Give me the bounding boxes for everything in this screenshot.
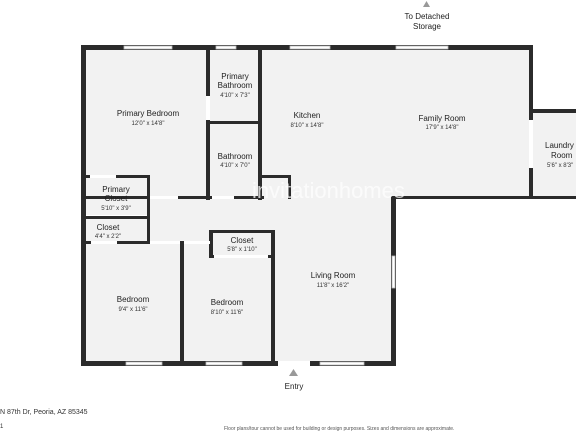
- room-name-kitchen: Kitchen: [294, 111, 321, 120]
- room-dims-primary-bedroom: 12'0" x 14'8": [132, 121, 165, 127]
- storage-label-line2: Storage: [413, 22, 442, 31]
- closet-1-floor: [84, 219, 148, 242]
- window-primary-bedroom: [123, 45, 173, 50]
- room-dims-bedroom-2: 8'10" x 11'6": [211, 310, 243, 316]
- room-name-primary-closet-2: Closet: [105, 194, 128, 203]
- room-name-primary-closet-1: Primary: [102, 185, 130, 194]
- footer-address: N 87th Dr, Peoria, AZ 85345: [0, 409, 88, 416]
- room-dims-primary-bathroom: 4'10" x 7'3": [220, 93, 250, 99]
- window-living-east: [391, 255, 396, 289]
- footer-mark: 1: [0, 424, 4, 430]
- door-bedroom1: [150, 241, 180, 244]
- wall-pcloset-east: [147, 175, 150, 219]
- bathroom-floor: [208, 124, 260, 198]
- window-family: [395, 45, 449, 50]
- wall-kitchen-stub-v: [288, 175, 291, 199]
- wall-west: [81, 45, 86, 366]
- window-bedroom2: [205, 361, 243, 366]
- window-living: [319, 361, 365, 366]
- primary-bedroom-floor: [84, 48, 208, 198]
- room-dims-primary-closet: 5'10" x 3'9": [101, 206, 131, 212]
- room-dims-closet-1: 4'4" x 2'2": [95, 234, 121, 240]
- wall-family-south: [391, 196, 533, 199]
- room-dims-living-room: 11'8" x 16'2": [317, 283, 349, 289]
- room-name-bedroom-1: Bedroom: [117, 295, 150, 304]
- room-dims-laundry: 5'6" x 8'3": [547, 163, 573, 169]
- door-closet2: [214, 255, 268, 258]
- living-room-floor: [273, 198, 393, 363]
- door-primary-bath: [206, 96, 210, 120]
- door-bedroom2: [184, 241, 210, 244]
- wall-laundry-bottom: [531, 196, 576, 199]
- bedroom-2-floor: [181, 242, 273, 363]
- wall-pcloset-bottom: [84, 216, 150, 219]
- door-entry: [278, 361, 310, 366]
- watermark: invitationhomes: [252, 178, 405, 203]
- window-kitchen: [289, 45, 331, 50]
- laundry-room-floor: [531, 111, 576, 198]
- wall-closet1-east: [147, 219, 150, 244]
- room-name-laundry-2: Room: [551, 151, 573, 160]
- door-bathroom: [212, 196, 234, 199]
- room-name-closet-1: Closet: [97, 223, 120, 232]
- wall-bedroom-divider: [180, 241, 184, 364]
- wall-bedroom2-east: [271, 230, 275, 363]
- room-name-bathroom: Bathroom: [218, 152, 253, 161]
- closet-2-floor: [211, 233, 273, 257]
- door-laundry: [529, 120, 533, 168]
- room-dims-bedroom-1: 9'4" x 11'6": [118, 307, 147, 313]
- entry-label: Entry: [285, 382, 304, 391]
- kitchen-family-floor: [261, 48, 531, 198]
- wall-bedrooms-north: [84, 241, 187, 244]
- room-name-primary-bedroom: Primary Bedroom: [117, 109, 180, 118]
- room-name-primary-bathroom-1: Primary: [221, 72, 249, 81]
- room-dims-closet-2: 5'8" x 1'10": [227, 247, 257, 253]
- room-dims-bathroom: 4'10" x 7'0": [220, 163, 250, 169]
- wall-closet2-west: [209, 230, 213, 258]
- room-name-living-room: Living Room: [311, 271, 356, 280]
- room-name-primary-bathroom-2: Bathroom: [218, 81, 253, 90]
- wall-laundry-top: [531, 109, 576, 113]
- room-name-family-room: Family Room: [418, 114, 465, 123]
- room-dims-family-room: 17'9" x 14'8": [426, 125, 459, 131]
- entry-arrow: [289, 369, 298, 376]
- wall-pcloset-top: [84, 175, 150, 178]
- window-bedroom1: [125, 361, 163, 366]
- room-name-bedroom-2: Bedroom: [211, 298, 244, 307]
- bedroom-1-floor: [84, 242, 181, 363]
- room-name-closet-2: Closet: [231, 236, 254, 245]
- storage-label-line1: To Detached: [405, 12, 450, 21]
- wall-kitchen-stub: [258, 175, 291, 178]
- wall-bath-divider: [208, 121, 260, 124]
- footer-disclaimer: Floor plans/tour cannot be used for buil…: [224, 426, 455, 432]
- door-primary-bedroom: [150, 196, 178, 199]
- primary-bathroom-floor: [208, 48, 260, 121]
- window-primary-bath: [215, 45, 237, 50]
- room-name-laundry-1: Laundry: [545, 141, 574, 150]
- door-closet1: [91, 241, 117, 244]
- wall-closet2-top: [209, 230, 275, 233]
- storage-arrow: [423, 1, 430, 7]
- room-dims-kitchen: 8'10" x 14'8": [291, 123, 324, 129]
- door-primary-closet: [90, 175, 116, 178]
